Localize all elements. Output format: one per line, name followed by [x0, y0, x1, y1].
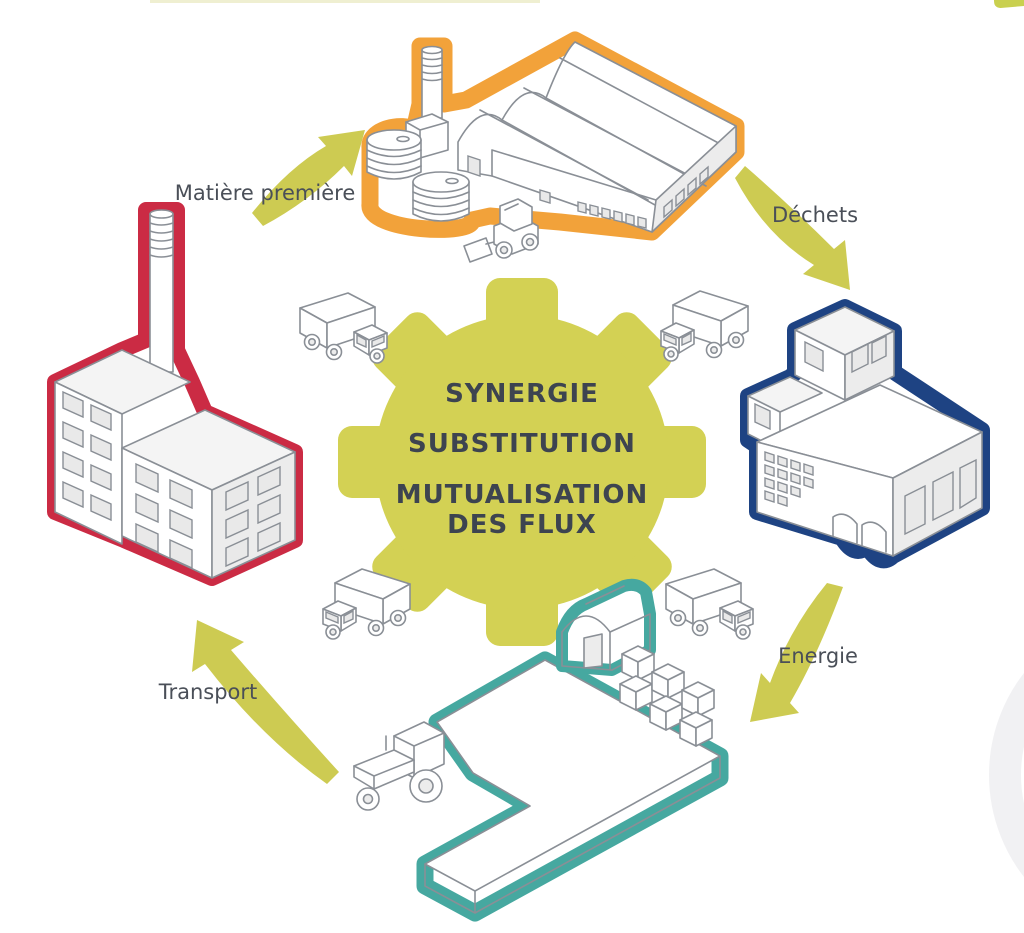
platform-logistics-teal [416, 651, 729, 922]
storage-tank-icon [412, 171, 470, 222]
factory-production-orange [361, 31, 745, 263]
gear-text-des-flux: DES FLUX [447, 510, 597, 540]
gear-text-synergie: SYNERGIE [445, 379, 599, 409]
gear-text-mutualisation: MUTUALISATION [396, 480, 649, 510]
vaulted-hall [457, 41, 737, 233]
label-raw-material: Matière première [175, 181, 355, 205]
tall-chimney [149, 213, 174, 373]
label-waste: Déchets [772, 203, 858, 227]
arrow-waste [735, 166, 850, 290]
building-processing-navy [740, 299, 990, 569]
truck-bottom-left [322, 568, 411, 640]
truck-bottom-right [665, 568, 754, 640]
flow-arrows [192, 130, 850, 784]
label-transport: Transport [158, 680, 258, 704]
corner-tab [993, 0, 1024, 9]
arrow-transport [192, 620, 339, 784]
gear-text-substitution: SUBSTITUTION [408, 429, 636, 459]
label-energy: Energie [778, 644, 858, 668]
window-grid [764, 451, 814, 507]
top-edge-glow [150, 0, 540, 3]
storage-tank-icon [366, 129, 422, 180]
wheel-loader-icon [463, 198, 539, 263]
arrow-energy [750, 583, 843, 722]
arrow-raw-material [252, 130, 365, 226]
edge-watermark [989, 673, 1024, 877]
truck-top-right [660, 290, 749, 362]
shed-teal [556, 578, 656, 676]
truck-top-left [299, 292, 388, 364]
factory-chimney-red [47, 202, 303, 586]
gear-synergy: SYNERGIE SUBSTITUTION MUTUALISATION DES … [338, 278, 706, 646]
tractor-icon [353, 721, 445, 811]
